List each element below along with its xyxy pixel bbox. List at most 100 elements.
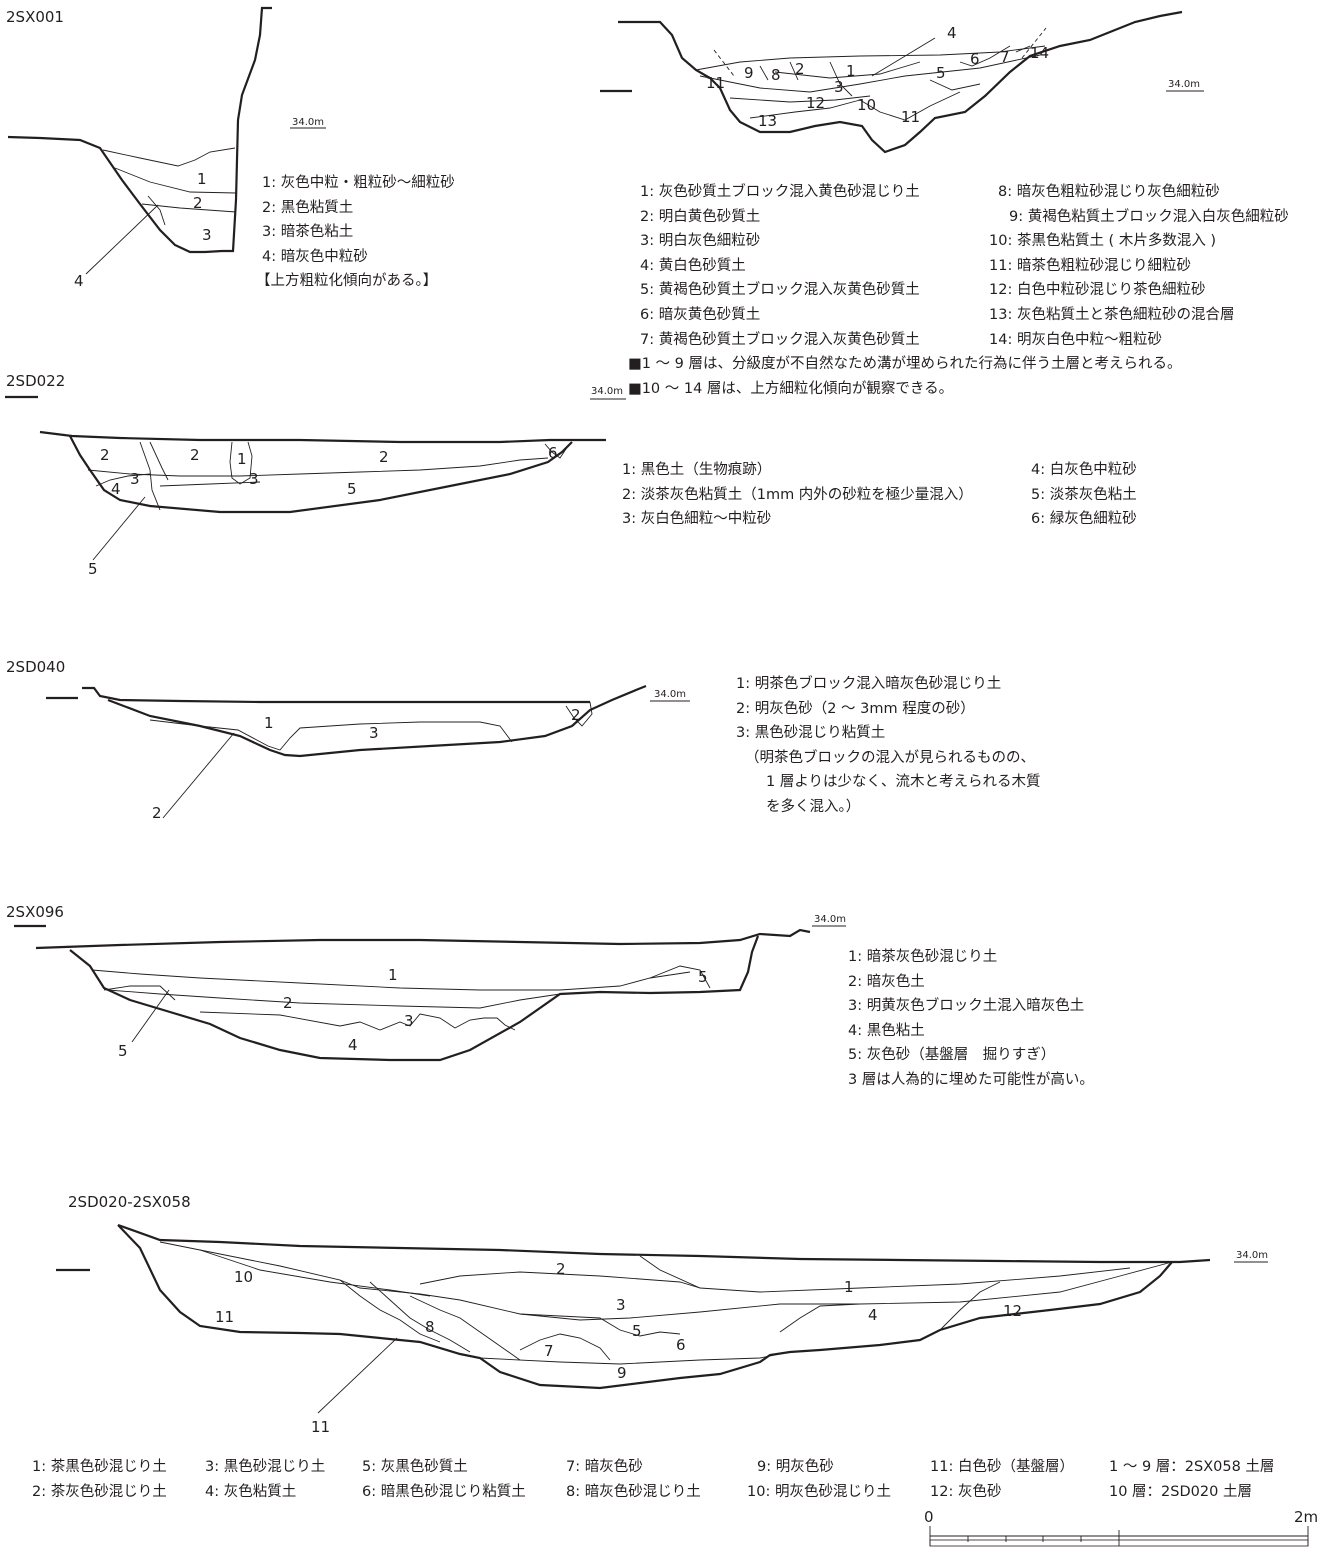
legend-2sx096: 1: 暗茶灰色砂混じり土 2: 暗灰色土 3: 明黄灰色ブロック土混入暗灰色土 … bbox=[848, 945, 1094, 1093]
layer-label: 4 bbox=[348, 1036, 358, 1054]
legend-item: 7: 黄褐色砂質土ブロック混入灰黄色砂質土 bbox=[640, 331, 920, 348]
layer-label: 14 bbox=[1030, 44, 1050, 62]
legend-item: 1: 茶黒色砂混じり土 bbox=[32, 1459, 167, 1475]
layer-label: 13 bbox=[758, 112, 778, 130]
legend-item: 1: 暗茶灰色砂混じり土 bbox=[848, 949, 998, 965]
legend-note: 3 層は人為的に埋めた可能性が高い。 bbox=[848, 1071, 1094, 1088]
section-title-2sd022: 2SD022 bbox=[6, 372, 66, 390]
layer-label: 11 bbox=[901, 108, 921, 126]
layer-label: 12 bbox=[1003, 1302, 1023, 1320]
layer-label: 5 bbox=[698, 968, 708, 986]
legend-note: を多く混入。） bbox=[766, 798, 861, 815]
layer-label: 5 bbox=[347, 480, 357, 498]
legend-item: 2: 黒色粘質土 bbox=[262, 199, 354, 216]
layer-label: 5 bbox=[118, 1042, 128, 1060]
legend-2sd040: 1: 明茶色ブロック混入暗灰色砂混じり土 2: 明灰色砂（2 ～ 3mm 程度の… bbox=[736, 672, 1041, 820]
legend-item: 5: 灰黒色砂質土 bbox=[362, 1459, 468, 1475]
section-2sd040-profile bbox=[46, 684, 690, 819]
legend-item: 2: 淡茶灰色粘質土（1mm 内外の砂粒を極少量混入） bbox=[622, 486, 973, 503]
layer-label: 2 bbox=[379, 448, 389, 466]
legend-note: 【上方粗粒化傾向がある。】 bbox=[256, 273, 438, 290]
section-2sd022-profile bbox=[5, 395, 606, 561]
section-title-2sx001: 2SX001 bbox=[6, 8, 64, 26]
legend-item: 3: 暗茶色粘土 bbox=[262, 224, 354, 241]
legend-item: 10: 茶黒色粘質土 ( 木片多数混入 ) bbox=[989, 233, 1217, 250]
legend-item: 2: 明灰色砂（2 ～ 3mm 程度の砂） bbox=[736, 700, 975, 717]
layer-label: 11 bbox=[311, 1418, 331, 1436]
legend-item: 5: 灰色砂（基盤層 掘りすぎ） bbox=[848, 1047, 1056, 1064]
section-2sd020-profile bbox=[56, 1223, 1268, 1414]
layer-label: 3 bbox=[249, 470, 259, 488]
elevation-mark: 34.0m bbox=[591, 386, 624, 397]
legend-item: 4: 黄白色砂質土 bbox=[640, 257, 746, 274]
legend-2sd020-col7: 1 ～ 9 層：2SX058 土層 10 層：2SD020 土層 bbox=[1109, 1455, 1274, 1504]
layer-label: 6 bbox=[548, 444, 558, 462]
legend-item: 8: 暗灰色粗粒砂混じり灰色細粒砂 bbox=[998, 184, 1220, 200]
legend-item: 14: 明灰白色中粒～粗粒砂 bbox=[989, 331, 1162, 348]
layer-label: 8 bbox=[425, 1318, 435, 1336]
legend-item: 6: 緑灰色細粒砂 bbox=[1031, 511, 1137, 528]
legend-item: 3: 灰白色細粒～中粒砂 bbox=[622, 511, 772, 528]
legend-note: 10 層：2SD020 土層 bbox=[1109, 1483, 1252, 1500]
legend-item: 8: 暗灰色砂混じり土 bbox=[566, 1483, 701, 1500]
section-title-2sx096: 2SX096 bbox=[6, 903, 64, 921]
layer-label: 1 bbox=[264, 714, 274, 732]
note: ■10 ～ 14 層は、上方細粒化傾向が観察できる。 bbox=[628, 380, 954, 397]
legend-item: 4: 暗灰色中粒砂 bbox=[262, 248, 368, 265]
legend-item: 5: 淡茶灰色粘土 bbox=[1031, 486, 1137, 503]
layer-label: 7 bbox=[544, 1342, 554, 1360]
layer-label: 10 bbox=[234, 1268, 254, 1286]
section-title-2sd020: 2SD020-2SX058 bbox=[68, 1193, 191, 1211]
legend-item: 1: 灰色中粒・粗粒砂～細粒砂 bbox=[262, 175, 455, 191]
elevation-mark: 34.0m bbox=[292, 117, 325, 128]
legend-upper-right-left: 1: 灰色砂質土ブロック混入黄色砂混じり土 2: 明白黄色砂質土 3: 明白灰色… bbox=[640, 180, 920, 352]
layer-label: 3 bbox=[616, 1296, 626, 1314]
layer-label: 1 bbox=[846, 62, 856, 80]
layer-label: 4 bbox=[74, 272, 84, 290]
layer-label: 3 bbox=[369, 724, 379, 742]
layer-label: 1 bbox=[237, 450, 247, 468]
layer-label: 6 bbox=[970, 50, 980, 68]
layer-label: 2 bbox=[795, 60, 805, 78]
note: ■1 ～ 9 層は、分級度が不自然なため溝が埋められた行為に伴う土層と考えられる… bbox=[628, 356, 1182, 372]
legend-2sd020-col5: 9: 明灰色砂 10: 明灰色砂混じり土 bbox=[747, 1455, 891, 1504]
layer-label: 2 bbox=[571, 706, 581, 724]
section-title-2sd040: 2SD040 bbox=[6, 658, 66, 676]
legend-item: 1: 明茶色ブロック混入暗灰色砂混じり土 bbox=[736, 676, 1002, 692]
layer-label: 3 bbox=[834, 78, 844, 96]
legend-item: 7: 暗灰色砂 bbox=[566, 1459, 643, 1475]
legend-upper-right-right: 8: 暗灰色粗粒砂混じり灰色細粒砂 9: 黄褐色粘質土ブロック混入白灰色細粒砂 … bbox=[989, 180, 1289, 352]
section-upper-right-profile bbox=[590, 10, 1204, 400]
legend-item: 3: 黒色砂混じり土 bbox=[205, 1459, 326, 1475]
notes-upper-right: ■1 ～ 9 層は、分級度が不自然なため溝が埋められた行為に伴う土層と考えられる… bbox=[628, 352, 1181, 401]
legend-item: 3: 明白灰色細粒砂 bbox=[640, 233, 761, 250]
legend-item: 6: 暗黒色砂混じり粘質土 bbox=[362, 1483, 526, 1500]
legend-item: 9: 黄褐色粘質土ブロック混入白灰色細粒砂 bbox=[1009, 208, 1289, 225]
layer-label: 11 bbox=[215, 1308, 235, 1326]
layer-label: 5 bbox=[88, 560, 98, 578]
legend-item: 1: 黒色土（生物痕跡） bbox=[622, 462, 772, 478]
legend-note: （明茶色ブロックの混入が見られるものの、 bbox=[745, 749, 1035, 766]
legend-item: 3: 明黄灰色ブロック土混入暗灰色土 bbox=[848, 998, 1085, 1015]
layer-label: 1 bbox=[388, 966, 398, 984]
legend-2sd020-col2: 3: 黒色砂混じり土 4: 灰色粘質土 bbox=[205, 1455, 325, 1504]
layer-label: 4 bbox=[111, 480, 121, 498]
legend-item: 3: 黒色砂混じり粘質土 bbox=[736, 725, 886, 742]
elevation-mark: 34.0m bbox=[654, 689, 687, 700]
layer-label: 5 bbox=[632, 1322, 642, 1340]
legend-2sd020-col3: 5: 灰黒色砂質土 6: 暗黒色砂混じり粘質土 bbox=[362, 1455, 526, 1504]
layer-label: 2 bbox=[193, 194, 203, 212]
legend-item: 1: 灰色砂質土ブロック混入黄色砂混じり土 bbox=[640, 184, 920, 200]
section-2sx001-profile bbox=[7, 6, 326, 275]
layer-label: 2 bbox=[283, 994, 293, 1012]
legend-2sd020-col6: 11: 白色砂（基盤層） 12: 灰色砂 bbox=[930, 1455, 1074, 1504]
layer-label: 3 bbox=[202, 226, 212, 244]
legend-item: 4: 灰色粘質土 bbox=[205, 1483, 297, 1500]
elevation-mark: 34.0m bbox=[1168, 79, 1201, 90]
legend-item: 6: 暗灰黄色砂質土 bbox=[640, 306, 761, 323]
legend-item: 11: 白色砂（基盤層） bbox=[930, 1459, 1074, 1475]
legend-2sd020-col1: 1: 茶黒色砂混じり土 2: 茶灰色砂混じり土 bbox=[32, 1455, 167, 1504]
section-2sx096-profile bbox=[14, 924, 846, 1062]
legend-2sd020-col4: 7: 暗灰色砂 8: 暗灰色砂混じり土 bbox=[566, 1455, 701, 1504]
legend-item: 2: 暗灰色土 bbox=[848, 973, 925, 990]
